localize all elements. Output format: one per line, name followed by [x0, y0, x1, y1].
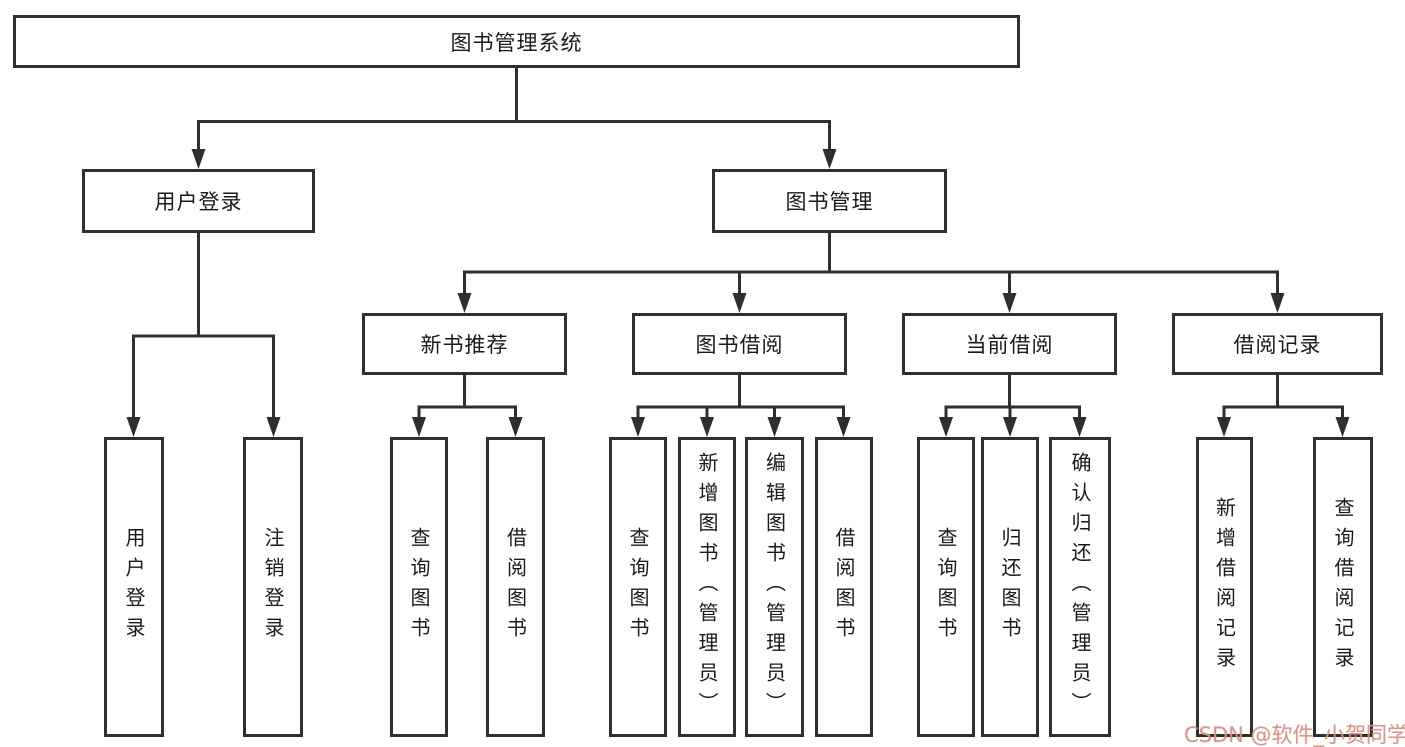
arrow-down-icon [822, 149, 837, 169]
connectors-current-borrow [939, 375, 1087, 437]
node-label: 编辑图书（管理员） [762, 452, 787, 722]
node-label: 查询图书 [626, 527, 650, 647]
node-root: 图书管理系统 [13, 15, 1020, 68]
connectors-root [191, 68, 837, 169]
arrow-down-icon [1002, 293, 1017, 313]
node-book-borrow: 图书借阅 [632, 313, 847, 375]
node-label: 借阅图书 [832, 527, 856, 647]
connectors-user-login [126, 233, 281, 437]
leaf-query-book-1: 查询图书 [390, 437, 448, 737]
arrow-down-icon [1217, 417, 1231, 437]
node-user-login: 用户登录 [82, 169, 315, 233]
node-label: 图书管理 [785, 190, 874, 214]
node-label: 归还图书 [998, 527, 1022, 647]
arrow-down-icon [767, 417, 782, 437]
arrow-down-icon [1072, 417, 1087, 437]
leaf-borrow-book-1: 借阅图书 [486, 437, 545, 737]
arrow-down-icon [631, 417, 645, 437]
node-label: 当前借阅 [965, 333, 1054, 357]
watermark: CSDN @软件_小贺同学 [1184, 723, 1405, 747]
node-borrow-record: 借阅记录 [1172, 313, 1383, 375]
leaf-query-book-3: 查询图书 [917, 437, 975, 737]
node-label: 用户登录 [154, 190, 243, 214]
connectors-borrow-record [1217, 375, 1350, 437]
arrow-down-icon [836, 417, 851, 437]
leaf-query-book-2: 查询图书 [609, 437, 667, 737]
arrow-down-icon [1335, 417, 1350, 437]
connectors-book-management [457, 233, 1285, 313]
node-label: 借阅记录 [1233, 333, 1322, 357]
leaf-edit-book-admin: 编辑图书（管理员） [745, 437, 804, 737]
leaf-confirm-return-admin: 确认归还（管理员） [1049, 437, 1111, 737]
node-current-borrow: 当前借阅 [902, 313, 1117, 375]
arrow-down-icon [939, 417, 953, 437]
leaf-borrow-book-2: 借阅图书 [815, 437, 873, 737]
node-label: 注销登录 [261, 527, 285, 647]
arrow-down-icon [1003, 417, 1017, 437]
node-label: 新书推荐 [420, 333, 509, 357]
arrow-down-icon [126, 417, 141, 437]
node-label: 图书借阅 [695, 333, 784, 357]
leaf-add-book-admin: 新增图书（管理员） [678, 437, 736, 737]
node-label: 查询图书 [934, 527, 958, 647]
connectors-book-borrow [631, 375, 851, 437]
node-book-management: 图书管理 [712, 169, 947, 233]
node-label: 新增借阅记录 [1212, 497, 1237, 677]
arrow-down-icon [508, 417, 523, 437]
node-label: 新增图书（管理员） [695, 452, 719, 722]
leaf-query-borrow-record: 查询借阅记录 [1313, 437, 1373, 737]
arrow-down-icon [457, 293, 472, 313]
node-label: 图书管理系统 [450, 30, 583, 55]
node-label: 用户登录 [122, 527, 146, 647]
node-label: 查询借阅记录 [1331, 497, 1355, 677]
leaf-add-borrow-record: 新增借阅记录 [1196, 437, 1253, 737]
leaf-user-login: 用户登录 [104, 437, 164, 737]
arrow-down-icon [732, 293, 747, 313]
arrow-down-icon [700, 417, 714, 437]
node-label: 借阅图书 [503, 527, 528, 647]
node-label: 查询图书 [407, 527, 431, 647]
leaf-logout: 注销登录 [243, 437, 303, 737]
arrow-down-icon [266, 417, 281, 437]
leaf-return-book: 归还图书 [981, 437, 1039, 737]
arrow-down-icon [191, 149, 206, 169]
node-new-book-recommend: 新书推荐 [362, 313, 567, 375]
arrow-down-icon [412, 417, 426, 437]
node-label: 确认归还（管理员） [1068, 452, 1092, 722]
arrow-down-icon [1270, 293, 1285, 313]
connectors-new-book [412, 375, 523, 437]
